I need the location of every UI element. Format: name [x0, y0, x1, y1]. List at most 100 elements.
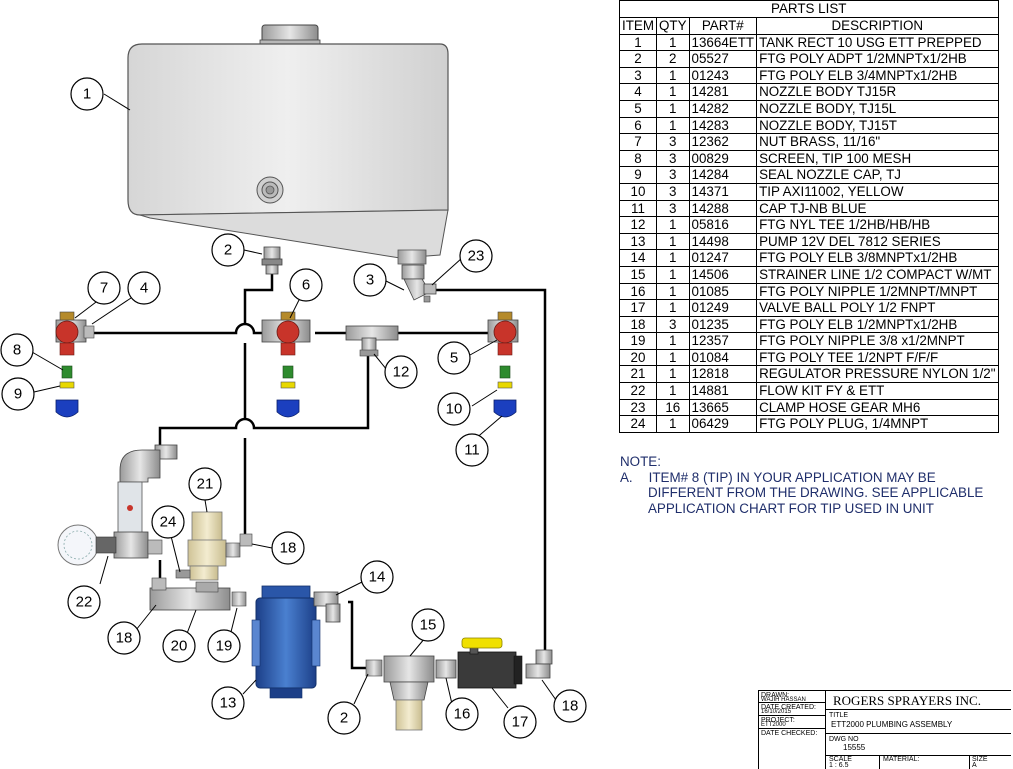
- cell-item: 20: [619, 348, 657, 367]
- cell-description: FLOW KIT FY & ETT: [756, 382, 999, 400]
- item-balloon: 15: [411, 608, 445, 642]
- cell-part-number: 12818: [688, 365, 758, 384]
- cell-description: STRAINER LINE 1/2 COMPACT W/MT: [756, 265, 999, 284]
- project: ETT2000: [761, 722, 786, 728]
- note-text-3: APPLICATION CHART FOR TIP USED IN UNIT: [648, 500, 934, 516]
- item-balloon: 18: [553, 689, 587, 723]
- cell-description: FTG POLY ELB 3/4MNPTx1/2HB: [756, 66, 999, 85]
- cell-description: FTG NYL TEE 1/2HB/HB/HB: [756, 216, 999, 234]
- nozzle-assembly-right: [487, 311, 519, 418]
- cell-description: FTG POLY NIPPLE 1/2MNPT/MNPT: [756, 282, 999, 301]
- hose-lines: [90, 272, 547, 670]
- cell-item: 15: [619, 265, 657, 284]
- cell-description: FTG POLY ELB 1/2MNPTx1/2HB: [756, 315, 999, 334]
- tee-fitting-boom: [345, 325, 399, 357]
- cell-item: 18: [619, 315, 657, 334]
- cell-item: 3: [619, 66, 657, 85]
- flow-kit: [57, 444, 178, 566]
- size-value: A: [972, 762, 977, 769]
- tee-fitting-regulator: [149, 577, 247, 611]
- item-balloon: 10: [437, 392, 471, 426]
- cell-item: 10: [619, 182, 657, 201]
- cell-description: CLAMP HOSE GEAR MH6: [756, 398, 999, 417]
- parts-list-header-row: ITEM QTY PART# DESCRIPTION: [619, 17, 999, 35]
- tank: [127, 24, 449, 265]
- cell-qty: 1: [656, 348, 690, 367]
- size-label: SIZE: [972, 756, 988, 763]
- cell-part-number: 01249: [688, 299, 758, 317]
- nozzle-assembly-left: [55, 311, 95, 418]
- cell-item: 11: [619, 199, 657, 218]
- balloon-label: 5: [450, 350, 458, 367]
- balloon-label: 23: [468, 248, 485, 265]
- project-label: PROJECT:: [761, 717, 795, 724]
- cell-item: 19: [619, 332, 657, 350]
- cell-description: FTG POLY NIPPLE 3/8 x1/2MNPT: [756, 332, 999, 350]
- item-balloon: 2: [211, 233, 245, 267]
- balloon-label: 14: [369, 569, 386, 586]
- line-strainer: [365, 655, 435, 731]
- cell-qty: 1: [656, 265, 690, 284]
- item-balloon: 22: [67, 585, 101, 619]
- cell-part-number: 12357: [688, 332, 758, 350]
- cell-qty: 3: [656, 199, 690, 218]
- drawn-label: DRAWN:: [761, 692, 790, 699]
- cell-part-number: 12362: [688, 133, 758, 151]
- balloon-label: 13: [220, 695, 237, 712]
- cell-part-number: 05527: [688, 50, 758, 68]
- adapter-fitting-top: [261, 246, 283, 275]
- item-balloon: 24: [151, 505, 185, 539]
- ball-valve: [457, 637, 523, 689]
- cell-description: CAP TJ-NB BLUE: [756, 199, 999, 218]
- cell-qty: 1: [656, 415, 690, 433]
- drawn-by: WAJIH HASSAN: [761, 697, 806, 703]
- balloon-label: 1: [83, 86, 91, 103]
- elbow-fitting-return: [525, 649, 553, 679]
- balloon-label: 24: [160, 514, 177, 531]
- dwg-no-label: DWG NO: [829, 736, 859, 743]
- balloon-label: 8: [13, 342, 21, 359]
- cell-description: FTG POLY ELB 3/8MNPTx1/2HB: [756, 249, 999, 267]
- cell-item: 5: [619, 99, 657, 118]
- cell-item: 9: [619, 166, 657, 184]
- item-balloon: 16: [445, 697, 479, 731]
- cell-qty: 1: [656, 99, 690, 118]
- cell-part-number: 01235: [688, 315, 758, 334]
- cell-item: 17: [619, 299, 657, 317]
- balloon-label: 12: [393, 364, 410, 381]
- balloon-label: 6: [302, 277, 310, 294]
- item-balloon: 18: [271, 531, 305, 565]
- note-line-1: A.ITEM# 8 (TIP) IN YOUR APPLICATION MAY …: [620, 470, 983, 486]
- cell-qty: 1: [656, 66, 690, 85]
- item-balloon: 19: [207, 629, 241, 663]
- cell-qty: 1: [656, 249, 690, 267]
- cell-qty: 1: [656, 299, 690, 317]
- cell-item: 6: [619, 116, 657, 135]
- item-balloon: 3: [353, 263, 387, 297]
- balloon-label: 22: [76, 594, 93, 611]
- scale-value: 1 : 6.5: [829, 762, 849, 769]
- parts-list-title: PARTS LIST: [619, 0, 999, 17]
- item-balloon: 14: [360, 560, 394, 594]
- cell-part-number: 01084: [688, 348, 758, 367]
- balloon-label: 2: [340, 710, 348, 727]
- note-heading: NOTE:: [620, 454, 661, 469]
- item-balloon: 2: [327, 701, 361, 735]
- balloon-label: 18: [280, 540, 297, 557]
- cell-part-number: 01085: [688, 282, 758, 301]
- cell-part-number: 05816: [688, 216, 758, 234]
- cell-item: 16: [619, 282, 657, 301]
